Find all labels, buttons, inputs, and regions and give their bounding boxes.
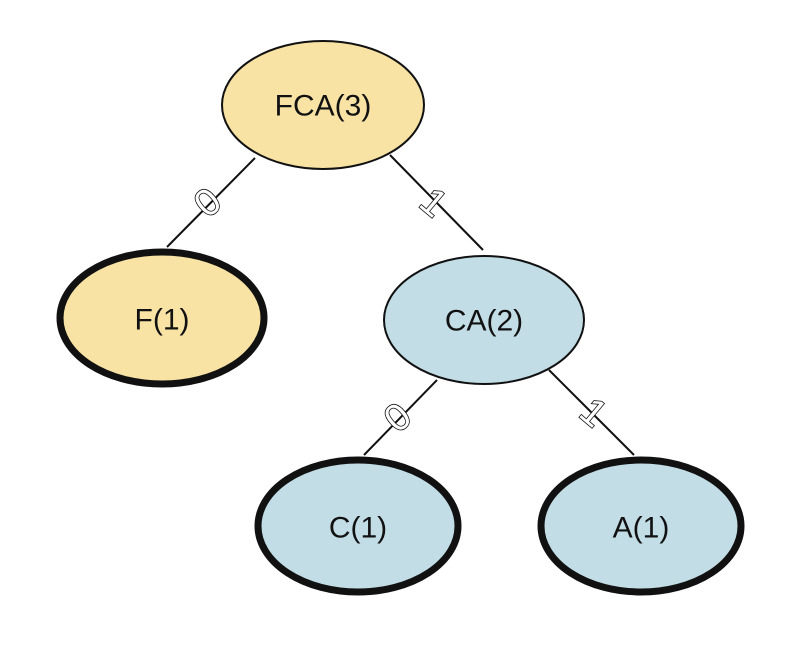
node-c: C(1) [254,456,462,596]
edge-ca-to-c [363,379,438,456]
node-ca-label: CA(2) [445,305,523,338]
edges [166,154,635,456]
edge-label-root-ca: 1 [411,180,454,226]
node-root-label: FCA(3) [275,90,372,123]
node-f-label: F(1) [135,304,190,337]
node-a: A(1) [537,456,745,596]
edge-root-to-ca [389,154,484,251]
node-c-shape [254,456,462,596]
node-a-label: A(1) [613,512,670,545]
node-f-shape [56,248,268,388]
node-root: FCA(3) [221,40,425,170]
node-ca-shape [383,255,585,385]
node-c-label: C(1) [329,512,387,545]
node-f: F(1) [56,248,268,388]
node-ca: CA(2) [383,255,585,385]
edge-root-to-f [166,157,256,248]
edge-ca-to-a [548,369,635,456]
edge-label-ca-c: 0 [376,395,419,441]
node-root-shape [221,40,425,170]
node-a-shape [537,456,745,596]
edge-label-root-f: 0 [186,180,229,226]
